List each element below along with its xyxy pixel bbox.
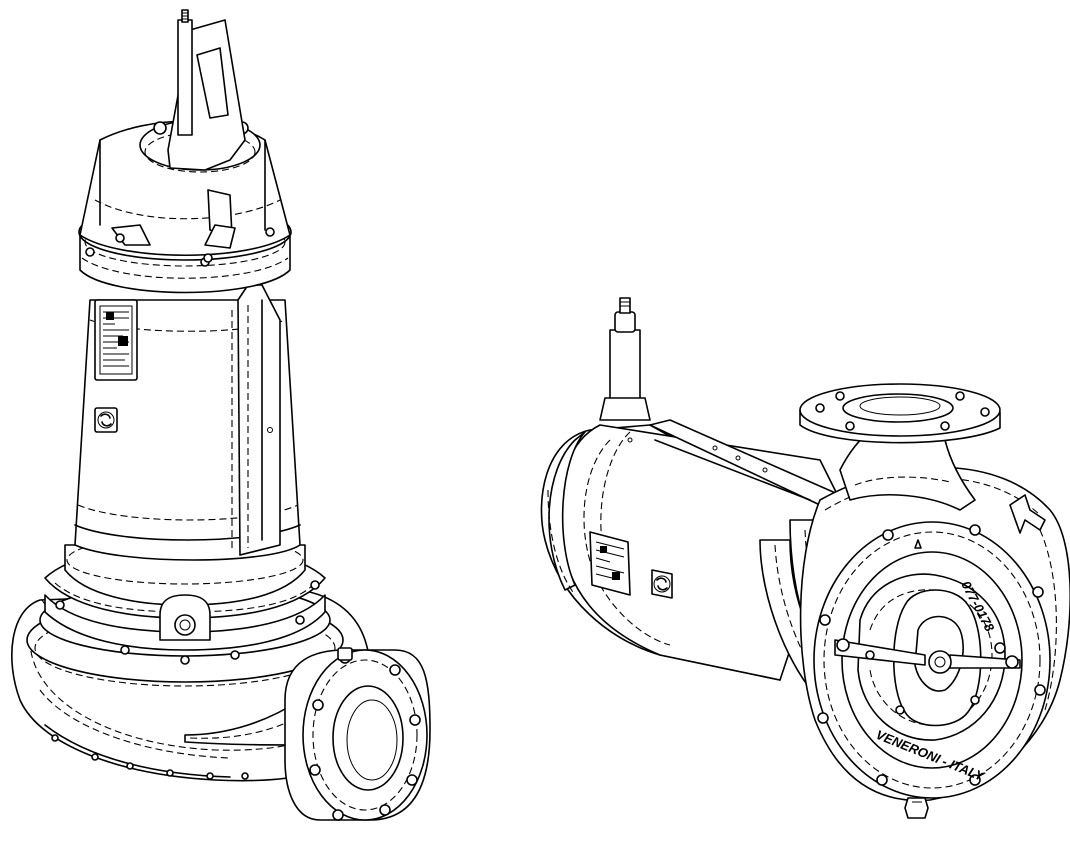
right-discharge-flange (799, 383, 1001, 444)
right-motor-housing (540, 419, 841, 681)
left-pump-logo-icon (94, 407, 118, 433)
right-pump: 077-0178 VENERONI - ITALY (540, 297, 1070, 819)
left-motor-base (44, 535, 326, 665)
left-ring-bolts (55, 580, 320, 665)
left-pump (11, 9, 431, 821)
left-lifting-lug (167, 9, 246, 171)
left-motor-body (74, 284, 301, 561)
left-nameplate-icon (94, 299, 138, 381)
left-base-bolts (51, 734, 249, 780)
right-pump-logo-icon (651, 569, 673, 599)
right-nameplate-icon (589, 531, 631, 596)
right-cover-bolts (817, 524, 1046, 786)
left-discharge-flange (284, 647, 431, 821)
right-cable-entry (599, 297, 651, 421)
right-suction-cover (813, 521, 1051, 819)
right-flow-direction-arrow-icon (1009, 494, 1046, 534)
